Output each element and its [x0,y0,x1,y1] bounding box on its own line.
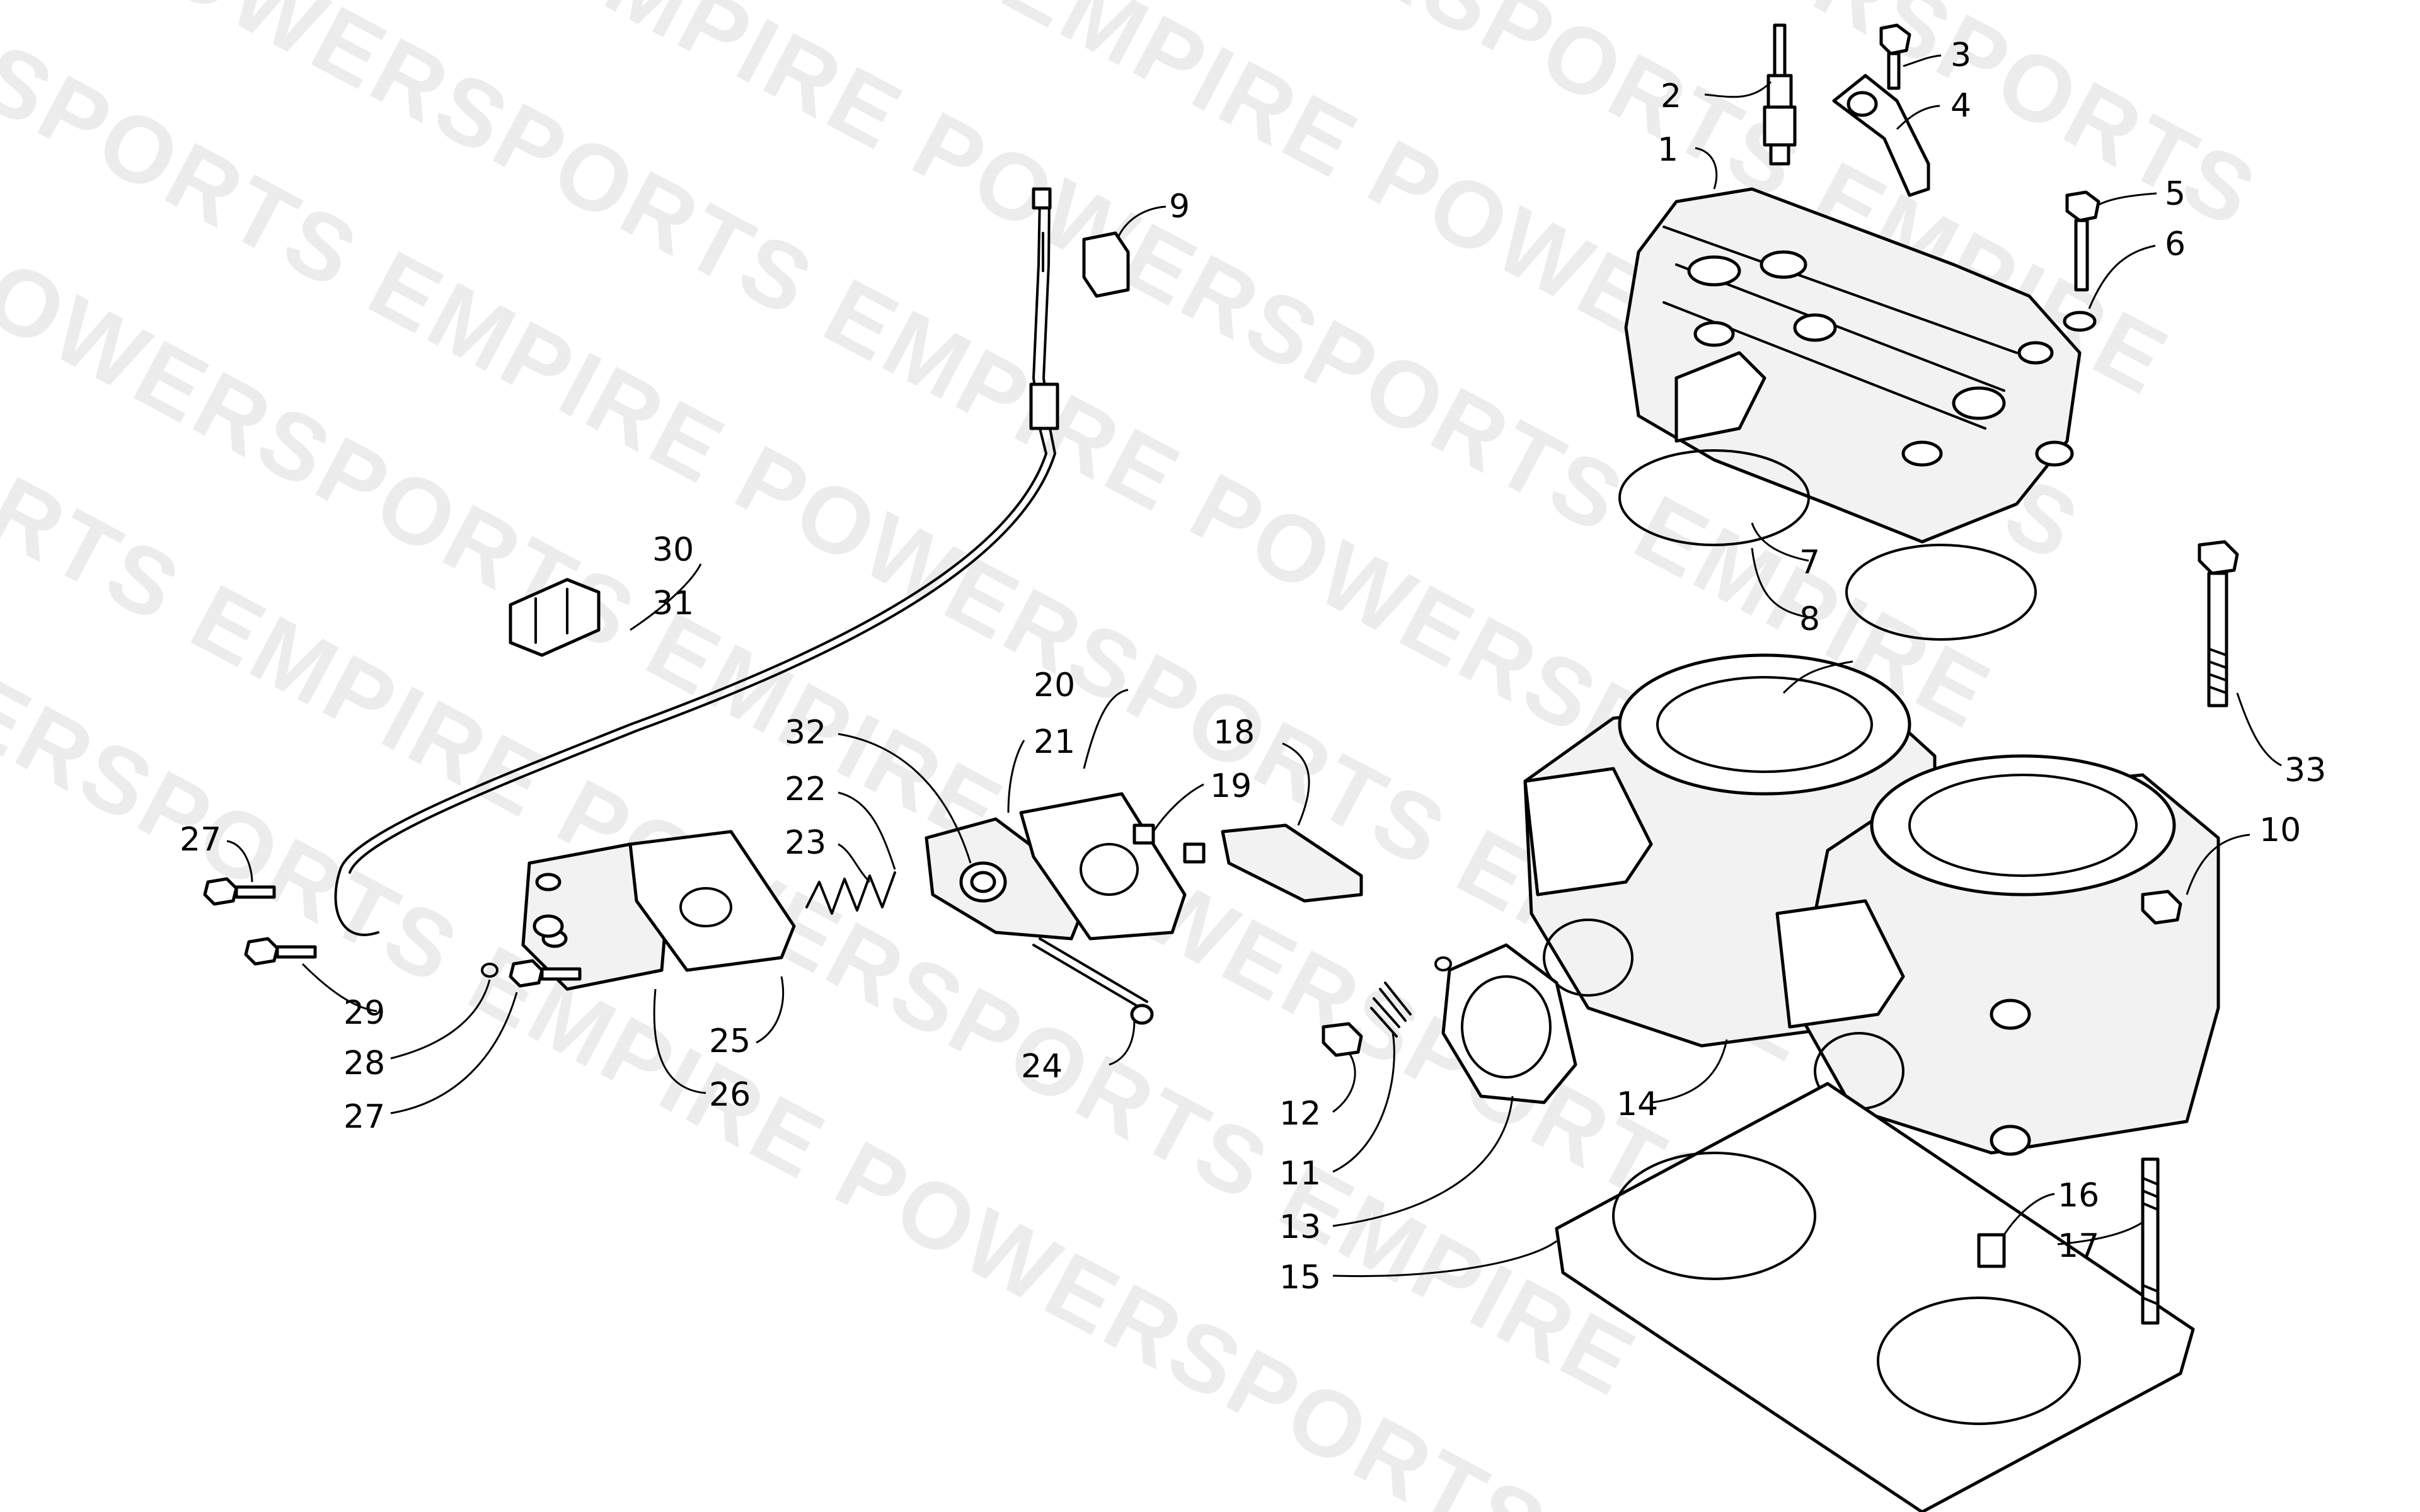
cylinder-head [1624,187,2082,544]
callout-24: 24 [1021,1048,1063,1085]
cylinder-bolt [2198,540,2239,707]
callout-17: 17 [2058,1227,2099,1265]
exhaust-nut [1322,1022,1363,1057]
spark-plug [1763,23,1797,166]
callout-19: 19 [1210,767,1252,805]
callout-32: 32 [785,714,826,752]
cylinder-stud [2141,1157,2160,1325]
valve-pins [1132,823,1206,864]
callout-33: 33 [2285,752,2326,789]
callout-4: 4 [1950,87,1971,125]
callout-28: 28 [343,1045,385,1082]
exhaust-stud [1370,982,1412,1038]
callout-2: 2 [1661,77,1681,115]
callout-7: 7 [1799,544,1820,581]
callout-12: 12 [1279,1095,1321,1133]
cylinder-nut [2141,890,2182,925]
callout-29: 29 [343,994,385,1032]
callout-20: 20 [1034,667,1075,704]
bracket-and-bolt [1832,23,1930,197]
exhaust-valve-blade [1221,823,1363,903]
callout-25: 25 [709,1022,751,1060]
callout-3: 3 [1950,37,1971,74]
callout-31: 31 [652,585,694,622]
callout-16: 16 [2058,1177,2099,1215]
callout-26: 26 [709,1076,751,1114]
callout-22: 22 [785,770,826,808]
base-gasket [1555,1082,2195,1512]
cylinder-block [1523,653,2220,1156]
callout-15: 15 [1279,1259,1321,1297]
callout-27-upper: 27 [180,821,221,859]
callout-30: 30 [652,531,694,569]
callout-14: 14 [1616,1085,1658,1123]
part-callouts: 1 2 3 4 5 6 7 8 9 10 11 12 13 14 15 16 1… [180,37,2326,1297]
valve-spring [805,871,896,915]
callout-23: 23 [785,824,826,862]
valve-cover-left [521,842,670,991]
valve-gasket-left [628,830,796,972]
leader-lines [226,54,2282,1277]
callout-11: 11 [1279,1155,1321,1193]
valve-rod [1032,937,1154,1025]
callout-21: 21 [1034,723,1075,761]
callout-13: 13 [1279,1208,1321,1246]
mounting-bolts [203,877,582,988]
callout-6: 6 [2165,226,2186,263]
cable-holder-clip [509,578,601,657]
callout-27-lower: 27 [343,1098,385,1136]
callout-10: 10 [2259,811,2301,849]
callout-9: 9 [1169,188,1190,226]
callout-5: 5 [2165,175,2186,213]
head-o-rings [1618,449,2037,641]
exhaust-gasket [1434,943,1577,1104]
cable-clip [1082,231,1130,298]
head-bolt-and-washer [2063,190,2100,332]
callout-18: 18 [1213,714,1255,752]
callout-1: 1 [1657,131,1678,169]
throttle-cable [334,187,1059,936]
dowel-pin [1977,1233,2006,1268]
callout-8: 8 [1799,600,1820,638]
